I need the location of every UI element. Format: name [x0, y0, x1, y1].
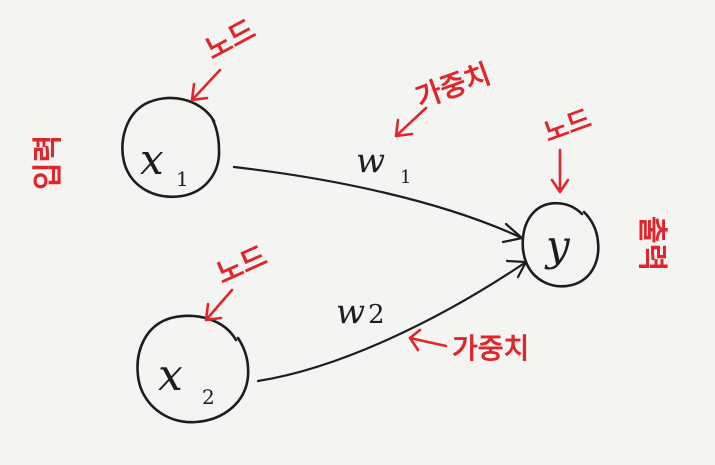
annotation-node-x2-arrow	[204, 288, 234, 322]
edge-x1-y-arrowhead	[501, 222, 524, 244]
node-x2-circle	[136, 314, 250, 424]
weight-w1-symbol: w	[356, 141, 385, 181]
annotation-node-x2: 노드	[204, 239, 272, 322]
node-x1-subscript: 1	[176, 167, 189, 191]
weight-w2-subscript: 2	[368, 300, 385, 330]
node-x2: x 2	[136, 314, 250, 424]
edge-x1-y-line	[232, 165, 524, 240]
weight-w1-subscript: 1	[400, 167, 411, 188]
annotation-node-y: 노드	[540, 104, 595, 194]
annotation-weight-w2: 가중치	[408, 328, 529, 365]
annotation-weight-w1-label: 가중치	[411, 57, 495, 114]
input-side-label: 입력	[31, 135, 66, 190]
annotation-node-x1: 노드	[190, 13, 261, 102]
annotation-node-y-arrow	[550, 148, 570, 194]
output-side-label: 출력	[634, 216, 669, 271]
node-y: y	[521, 201, 600, 288]
annotation-weight-w1-arrow	[394, 106, 428, 138]
node-y-symbol: y	[544, 221, 571, 270]
edge-x2-y-line	[256, 260, 528, 383]
node-x1-symbol: x	[140, 135, 164, 184]
annotation-weight-w2-arrow	[408, 328, 448, 352]
weight-w1: w 1	[356, 141, 411, 188]
node-x2-subscript: 2	[202, 385, 215, 409]
node-x2-symbol: x	[158, 350, 183, 401]
node-y-circle	[521, 201, 600, 288]
node-x1: x 1	[121, 96, 221, 199]
edge-x2-y-arrowhead	[505, 259, 528, 279]
edge-x2-y	[256, 259, 528, 383]
node-x1-circle	[121, 96, 221, 199]
annotation-weight-w1: 가중치	[394, 57, 495, 138]
annotation-node-x2-label: 노드	[211, 239, 271, 290]
annotation-node-y-label: 노드	[540, 104, 595, 149]
weight-w2-symbol: w	[336, 292, 365, 332]
annotation-weight-w2-label: 가중치	[452, 332, 529, 365]
annotation-node-x1-arrow	[190, 68, 222, 102]
weight-w2: w 2	[336, 292, 385, 332]
annotation-node-x1-label: 노드	[200, 13, 261, 66]
edge-x1-y	[232, 165, 524, 244]
